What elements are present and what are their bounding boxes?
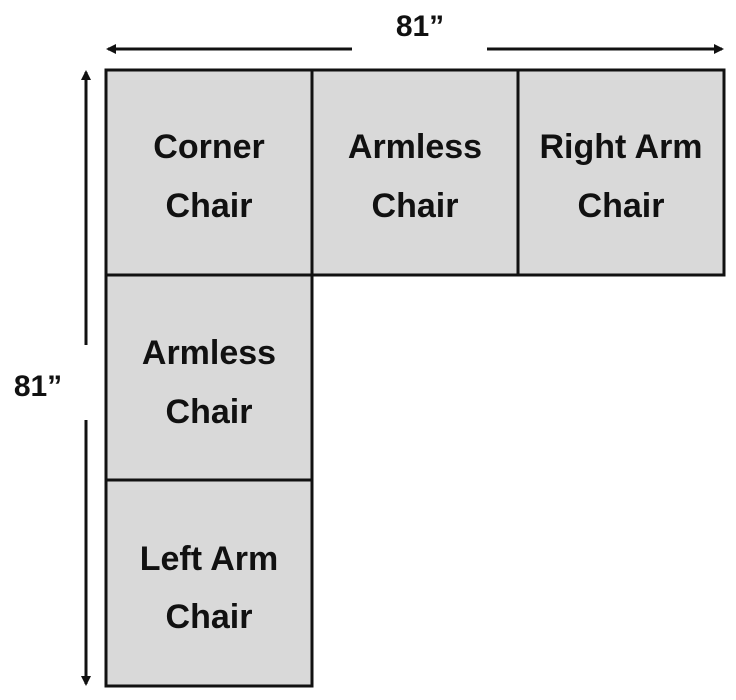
piece-label-line2: Chair (166, 393, 253, 431)
piece-left-arm-chair: Left Arm Chair (104, 478, 314, 688)
piece-label-line1: Left Arm (140, 540, 279, 578)
width-label: 81” (396, 10, 444, 43)
piece-label-line2: Chair (578, 187, 665, 225)
piece-label-line2: Chair (166, 187, 253, 225)
piece-label-line1: Armless (348, 128, 482, 166)
piece-label-line1: Right Arm (539, 128, 702, 166)
depth-label: 81” (14, 370, 62, 403)
piece-corner-chair: Corner Chair (104, 68, 314, 277)
piece-label-line2: Chair (372, 187, 459, 225)
piece-label-line1: Corner (153, 128, 264, 166)
piece-armless-chair-top: Armless Chair (310, 68, 520, 277)
piece-armless-chair-left: Armless Chair (104, 273, 314, 482)
piece-right-arm-chair: Right Arm Chair (516, 68, 726, 277)
piece-label-line2: Chair (166, 598, 253, 636)
piece-label-line1: Armless (142, 334, 276, 372)
